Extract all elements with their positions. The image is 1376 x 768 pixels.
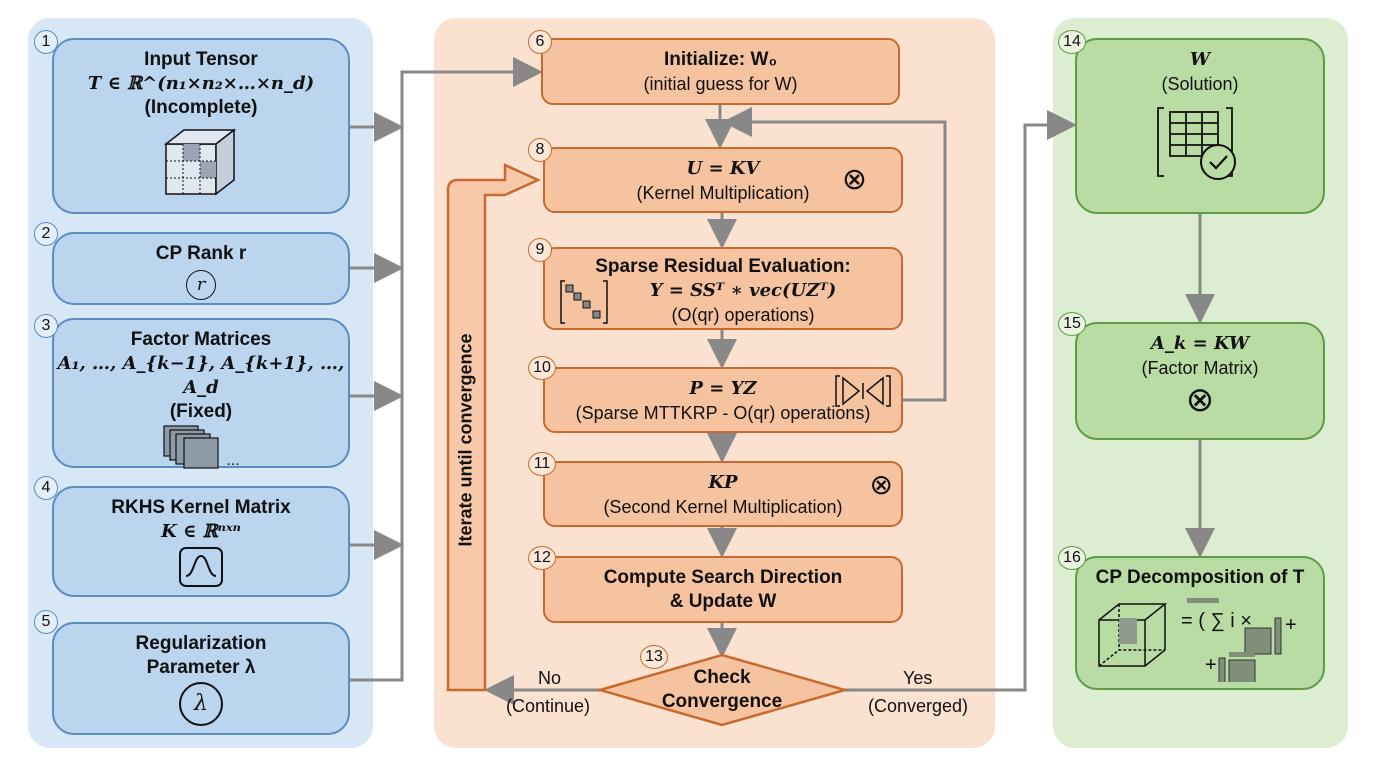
step-number: 15 (1058, 312, 1086, 336)
subtitle: (Factor Matrix) (1141, 358, 1259, 378)
title: Compute Search Direction (603, 567, 843, 588)
no-sublabel: (Continue) (506, 696, 591, 716)
stacked-matrices-icon (163, 425, 219, 469)
subtitle: (Kernel Multiplication) (636, 183, 810, 203)
title: Factor Matrices (130, 329, 272, 350)
cp-rank-box: CP Rank r r (52, 232, 350, 305)
title: Regularization (135, 633, 267, 654)
math: A_k = KW (1150, 333, 1250, 354)
math: T ∈ ℝ^(n₁×n₂×…×n_d) (87, 73, 315, 94)
yes-label: Yes (903, 668, 933, 688)
title-line2: & Update W (669, 591, 777, 612)
title: CP Decomposition of T (1095, 567, 1305, 588)
step-number: 11 (528, 452, 556, 476)
subtitle: (Solution) (1161, 74, 1239, 94)
input-tensor-box: Input Tensor T ∈ ℝ^(n₁×n₂×…×n_d) (Incomp… (52, 38, 350, 214)
circled-lambda-icon: λ (179, 682, 223, 726)
otimes-icon: ⊗ (1185, 381, 1215, 419)
title: Input Tensor (144, 49, 258, 70)
search-direction-box: Compute Search Direction & Update W (543, 556, 903, 623)
plus-sign: + (1205, 654, 1217, 676)
subtitle: (Fixed) (169, 401, 233, 422)
factor-matrices-box: Factor Matrices A₁, …, A_{k−1}, A_{k+1},… (52, 318, 350, 469)
kernel-matrix-box: RKHS Kernel Matrix K ∈ ℝⁿˣⁿ (52, 486, 350, 597)
cp-decomposition-icon (1098, 598, 1282, 682)
plus-sign: + (1285, 614, 1297, 636)
mttkrp-box: P = YZ (Sparse MTTKRP - O(qr) operations… (543, 367, 903, 433)
decision-diamond (595, 653, 850, 727)
solution-table-check-icon (1157, 107, 1236, 180)
no-label: No (538, 668, 562, 688)
step-number: 3 (34, 314, 58, 338)
step-number: 2 (34, 222, 58, 246)
mttkrp-icon (835, 375, 891, 407)
math: K ∈ ℝⁿˣⁿ (161, 521, 241, 542)
solution-box: W (Solution) (1075, 38, 1325, 214)
yes-sublabel: (Converged) (868, 696, 969, 716)
cp-formula: = ( ∑ i × (1181, 610, 1252, 632)
step-number: 14 (1058, 30, 1086, 54)
step-number: 5 (34, 610, 58, 634)
step-number: 10 (528, 356, 556, 380)
loop-label: Iterate until convergence (455, 333, 476, 547)
step-number: 16 (1058, 546, 1086, 570)
subtitle: (Second Kernel Multiplication) (603, 497, 843, 517)
regularization-box: Regularization Parameter λ λ (52, 622, 350, 735)
step-number: 13 (640, 645, 668, 669)
factor-matrix-box: A_k = KW (Factor Matrix) ⊗ (1075, 322, 1325, 440)
step-number: 8 (528, 138, 552, 162)
circled-r-icon: r (186, 270, 216, 300)
step-number: 6 (528, 30, 552, 54)
second-kernel-box: KP (Second Kernel Multiplication) ⊗ (543, 461, 903, 527)
title: RKHS Kernel Matrix (111, 497, 291, 518)
subtitle: (initial guess for W) (643, 74, 798, 94)
math: A₁, …, A_{k−1}, A_{k+1}, …, A_d (57, 353, 345, 398)
otimes-icon: ⊗ (841, 163, 867, 196)
step-number: 1 (34, 30, 58, 54)
title: CP Rank r (155, 243, 247, 264)
loop-arrow (446, 163, 542, 692)
kernel-wave-icon (179, 547, 223, 587)
initialize-box: Initialize: W₀ (initial guess for W) (541, 38, 900, 105)
subtitle: (Sparse MTTKRP - O(qr) operations) (575, 403, 871, 423)
kernel-multiplication-box: U = KV (Kernel Multiplication) ⊗ (543, 147, 903, 213)
math: W (1189, 49, 1211, 70)
sparse-residual-box: Sparse Residual Evaluation: Y = SSᵀ ∗ ve… (543, 247, 903, 330)
subtitle: (Incomplete) (144, 97, 258, 118)
title: Initialize: W₀ (663, 49, 778, 70)
math: KP (708, 472, 738, 493)
ellipsis: ... (226, 452, 240, 469)
otimes-icon: ⊗ (869, 469, 893, 500)
title-line2: Parameter λ (146, 657, 256, 678)
title: Sparse Residual Evaluation: (595, 256, 851, 277)
decision-line1: Check (693, 667, 751, 688)
math: Y = SSᵀ ∗ vec(UZᵀ) (649, 280, 837, 301)
subtitle: (O(qr) operations) (671, 305, 815, 325)
step-number: 9 (528, 238, 552, 262)
sparse-matrix-icon (560, 280, 608, 324)
step-number: 4 (34, 476, 58, 500)
decision-text: Check Convergence (640, 666, 804, 714)
decision-line2: Convergence (661, 691, 783, 712)
math: P = YZ (689, 378, 757, 399)
tensor-cube-icon (163, 128, 237, 196)
cp-decomposition-box: CP Decomposition of T = ( ∑ i × + + (1075, 556, 1325, 690)
step-number: 12 (528, 546, 556, 570)
math: U = KV (686, 158, 760, 179)
